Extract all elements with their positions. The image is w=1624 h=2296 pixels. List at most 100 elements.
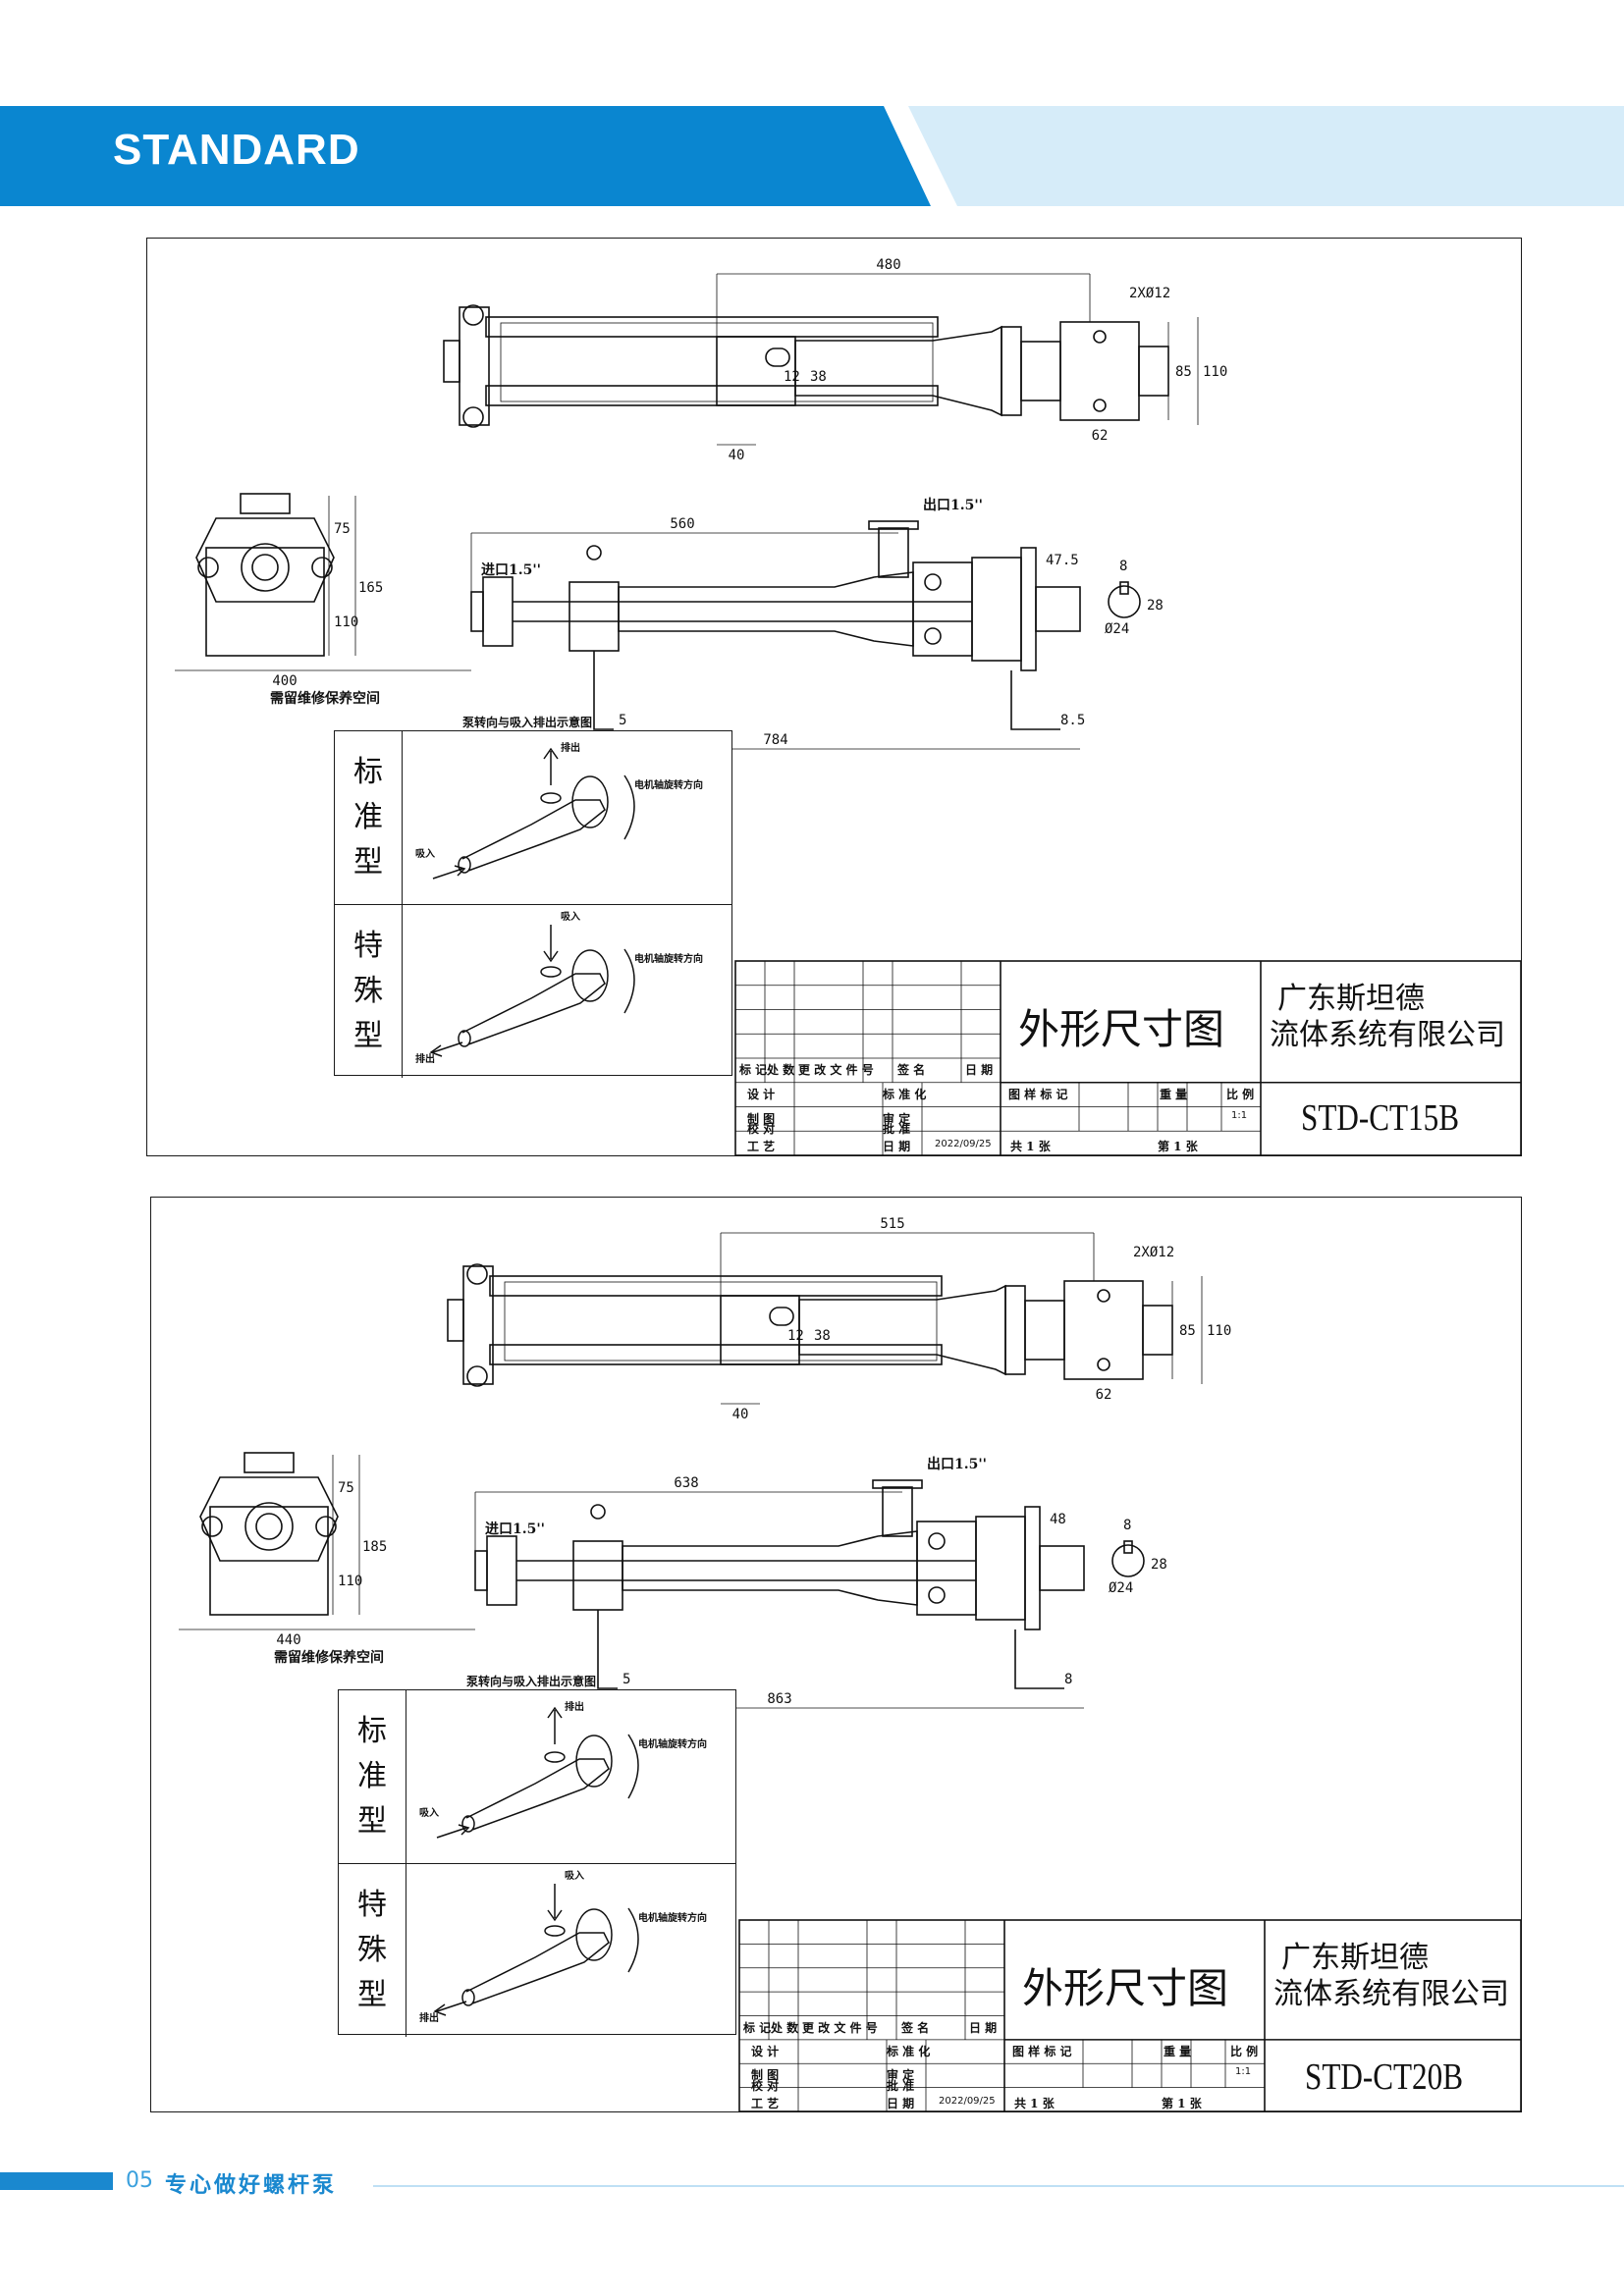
rotation-special: 特殊型吸入排出电机轴旋转方向 [339,1863,735,2037]
company-name: 广东斯坦德 [1277,982,1425,1016]
rotation-label: 排出 [561,741,580,754]
company-name: 流体系统有限公司 [1270,1018,1505,1052]
revision-header: 标 记 [739,1063,768,1077]
rotation-arrow [623,948,635,1014]
end-view-housing [195,517,335,603]
bracket [912,561,973,657]
block-label: 重 量 [1164,2044,1192,2058]
dimension-label: 165 [358,580,383,596]
inlet-port [470,591,484,632]
drain-pipe [593,651,614,730]
maintenance-note: 需留维修保养空间 [270,690,380,707]
header-banner [0,106,1624,206]
dimension-label: Ø24 [1109,1580,1133,1596]
dimension-label: Ø24 [1105,621,1129,637]
pump-sketch [461,799,606,872]
block-label: 标 准 化 [887,2044,931,2058]
coupling [1024,1300,1065,1361]
inlet-port [474,1550,488,1591]
shaft-section [1111,1544,1145,1577]
rotation-label: 排出 [565,1700,584,1713]
dimension-label: 515 [880,1216,904,1232]
rotation-title: 泵转向与吸入排出示意图 [466,1675,597,1688]
block-label: 校 对 [751,2078,780,2093]
top-rail [489,1344,943,1365]
dimension-label: 784 [763,732,787,748]
block-label: 设 计 [751,2044,780,2058]
outlet-label: 出口1.5'' [923,497,983,513]
rotation-label: 吸入 [561,911,580,923]
revision-header: 处 数 [771,2020,799,2035]
dimension-label: 185 [362,1539,387,1555]
top-rail [489,1275,943,1297]
block-label: 日 期 [883,1140,911,1154]
inlet-label: 进口1.5'' [481,562,541,578]
dimension-label: 48 [1050,1512,1066,1527]
revision-header: 签 名 [897,1063,926,1077]
dimension-label: 75 [338,1480,354,1496]
rotation-standard: 标准型排出吸入电机轴旋转方向 [339,1690,735,1863]
bracket [916,1521,977,1616]
pump-type-char: 殊 [357,1933,387,1967]
sheet-number: 第 1 张 [1158,1140,1198,1154]
dimension-label: 8.5 [1060,713,1085,728]
dimension-label: 5 [623,1672,630,1687]
rotation-arrow [627,1734,639,1799]
rotation-label: 电机轴旋转方向 [638,1737,707,1750]
drawing-title: 外形尺寸图 [1018,1005,1225,1053]
block-label: 图 样 标 记 [1008,1087,1068,1101]
motor-flange [975,1516,1026,1621]
dimension-label: 8 [1119,559,1127,574]
dimension-label: 110 [338,1574,362,1589]
pump-type-char: 型 [353,1019,383,1053]
inlet-label: 进口1.5'' [485,1522,545,1537]
revision-header: 更 改 文 件 号 [798,1063,874,1077]
pump-type-char: 特 [353,929,383,963]
base-plate [1014,1629,1064,1689]
dimension-label: 400 [272,673,297,689]
pump-sketch [461,973,606,1045]
rotation-label: 排出 [419,2011,439,2024]
dimension-label: 47.5 [1046,553,1079,568]
drive-shaft [1035,586,1081,632]
sheet-number: 第 1 张 [1162,2096,1202,2110]
page-title: STANDARD [113,126,360,174]
dimension-label: 38 [810,369,827,385]
sheet-count: 共 1 张 [1014,2096,1055,2110]
block-label: 工 艺 [747,1140,776,1154]
motor-flange [971,557,1022,662]
drawing-date: 2022/09/25 [935,1139,992,1150]
drawing-code: STD-CT20B [1305,2056,1464,2098]
dimension-label: 560 [670,516,694,532]
block-label: 日 期 [887,2096,915,2110]
scale-value: 1:1 [1231,1109,1248,1121]
dimension-label: 12 [787,1328,804,1344]
rotation-label: 吸入 [415,848,435,860]
maintenance-note: 需留维修保养空间 [274,1649,384,1666]
pump-type-char: 准 [353,800,383,834]
pump-body [622,1530,918,1606]
footer-slogan: 专心做好螺杆泵 [165,2173,338,2198]
top-rail [485,316,939,338]
block-label: 批 准 [887,2078,915,2093]
dimension-label: 85 [1179,1323,1196,1339]
dimension-label: 110 [1207,1323,1231,1339]
footer-bar [0,2172,1624,2190]
pump-sketch [465,1758,610,1831]
pump-type-char: 标 [353,755,383,789]
outlet-label: 出口1.5'' [927,1456,987,1472]
pump-type-char: 特 [357,1888,387,1922]
rotation-special: 特殊型吸入排出电机轴旋转方向 [335,904,731,1078]
pump-type-char: 型 [357,1978,387,2012]
revision-header: 日 期 [969,2020,998,2035]
drain-pipe [597,1610,618,1689]
dimension-label: 85 [1175,364,1192,380]
